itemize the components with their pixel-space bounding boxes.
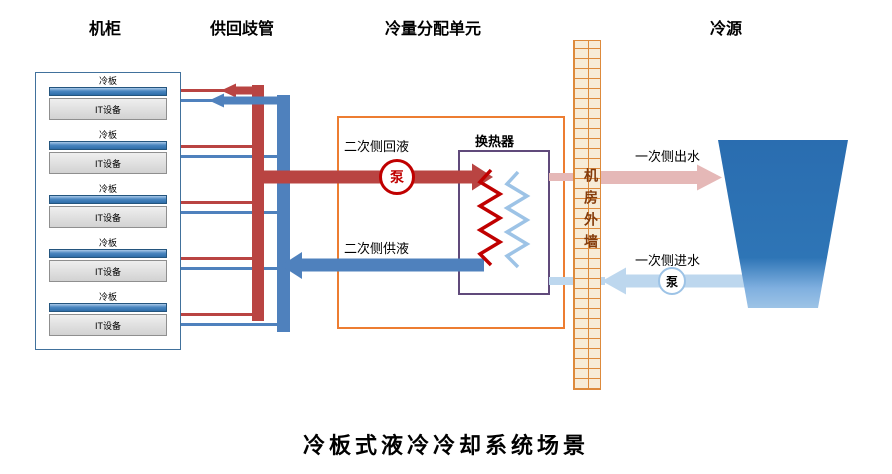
secondary-supply-arrow [302, 258, 484, 272]
cold-plate-bar [49, 195, 167, 204]
secondary-supply-label: 二次侧供液 [344, 241, 410, 256]
server-unit: 冷板 IT设备 [49, 130, 167, 174]
cdu-box [337, 116, 565, 329]
unit-return-line [181, 201, 253, 204]
header-cold-source: 冷源 [710, 21, 743, 38]
return-flow-arrowhead [221, 83, 236, 98]
it-device-box: IT设备 [49, 314, 167, 336]
unit-return-line [181, 313, 253, 316]
heat-exchanger-label: 换热器 [475, 134, 515, 149]
primary-inlet-arrowhead [602, 267, 626, 295]
wall-label: 机房外墙 [583, 168, 599, 256]
primary-pump: 泵 [658, 267, 686, 295]
it-device-box: IT设备 [49, 152, 167, 174]
secondary-return-label: 二次侧回液 [344, 139, 410, 154]
supply-flow-arrow [224, 96, 282, 105]
server-unit: 冷板 IT设备 [49, 76, 167, 120]
cold-plate-label: 冷板 [98, 292, 117, 302]
header-manifold: 供回歧管 [210, 21, 275, 38]
supply-flow-arrowhead [209, 93, 224, 108]
red-manifold [252, 85, 264, 321]
secondary-return-arrow [258, 170, 472, 184]
cabinet-box: 冷板 IT设备 冷板 IT设备 冷板 IT设备 冷板 IT设备 冷板 IT设备 [35, 72, 181, 350]
cold-plate-label: 冷板 [98, 238, 117, 248]
unit-supply-line [181, 155, 278, 158]
header-cabinet: 机柜 [89, 21, 122, 38]
wall [573, 40, 601, 390]
cold-plate-bar [49, 87, 167, 96]
it-device-box: IT设备 [49, 206, 167, 228]
hx-hot-coil [476, 168, 504, 267]
hx-cold-coil [503, 170, 531, 269]
secondary-pump: 泵 [379, 159, 415, 195]
secondary-supply-arrowhead [281, 252, 302, 279]
cold-plate-label: 冷板 [98, 76, 117, 86]
server-unit: 冷板 IT设备 [49, 238, 167, 282]
return-flow-arrow [236, 86, 260, 95]
unit-supply-line [181, 267, 278, 270]
cold-plate-label: 冷板 [98, 184, 117, 194]
header-cdu: 冷量分配单元 [385, 21, 482, 38]
cold-plate-bar [49, 249, 167, 258]
primary-outlet-arrowhead [697, 164, 722, 191]
cold-plate-bar [49, 141, 167, 150]
cooling-tower [718, 140, 848, 308]
server-unit: 冷板 IT设备 [49, 292, 167, 336]
unit-supply-line [181, 211, 278, 214]
caption: 冷板式液冷冷却系统场景 [302, 433, 589, 458]
unit-supply-line [181, 323, 278, 326]
primary-inlet-label: 一次侧进水 [635, 253, 701, 268]
unit-return-line [181, 145, 253, 148]
it-device-box: IT设备 [49, 260, 167, 282]
it-device-box: IT设备 [49, 98, 167, 120]
unit-return-line [181, 257, 253, 260]
primary-outlet-arrow [601, 171, 697, 184]
cold-plate-label: 冷板 [98, 130, 117, 140]
cold-plate-bar [49, 303, 167, 312]
server-unit: 冷板 IT设备 [49, 184, 167, 228]
blue-manifold [277, 95, 290, 332]
unit-return-line [181, 89, 253, 92]
primary-outlet-label: 一次侧出水 [635, 149, 701, 164]
